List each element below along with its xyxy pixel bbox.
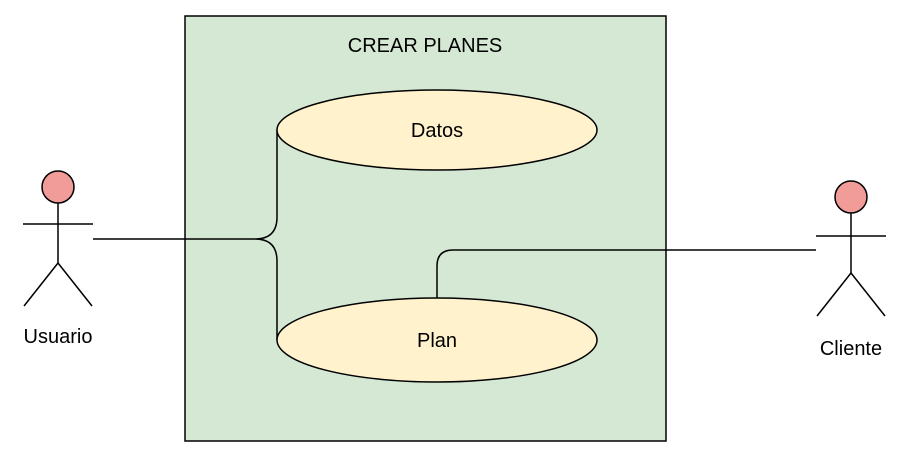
actor-usuario-label: Usuario	[24, 326, 93, 348]
use-case-datos-label: Datos	[411, 120, 463, 142]
actor-cliente[interactable]	[816, 180, 886, 317]
actor-cliente-leg-left	[816, 272, 852, 317]
actor-cliente-label: Cliente	[820, 338, 882, 360]
actor-cliente-head	[834, 180, 868, 214]
use-case-plan[interactable]	[276, 297, 598, 383]
actor-usuario-leg-right	[57, 262, 93, 307]
connector-usuario-datos-plan	[93, 130, 278, 340]
actor-usuario[interactable]	[23, 170, 93, 307]
connector-plan-cliente	[436, 249, 816, 298]
actor-usuario-leg-left	[23, 262, 59, 307]
actor-usuario-head	[41, 170, 75, 204]
use-case-plan-label: Plan	[417, 330, 457, 352]
actor-cliente-leg-right	[850, 272, 886, 317]
system-title: CREAR PLANES	[348, 35, 503, 57]
use-case-datos[interactable]	[276, 89, 598, 171]
